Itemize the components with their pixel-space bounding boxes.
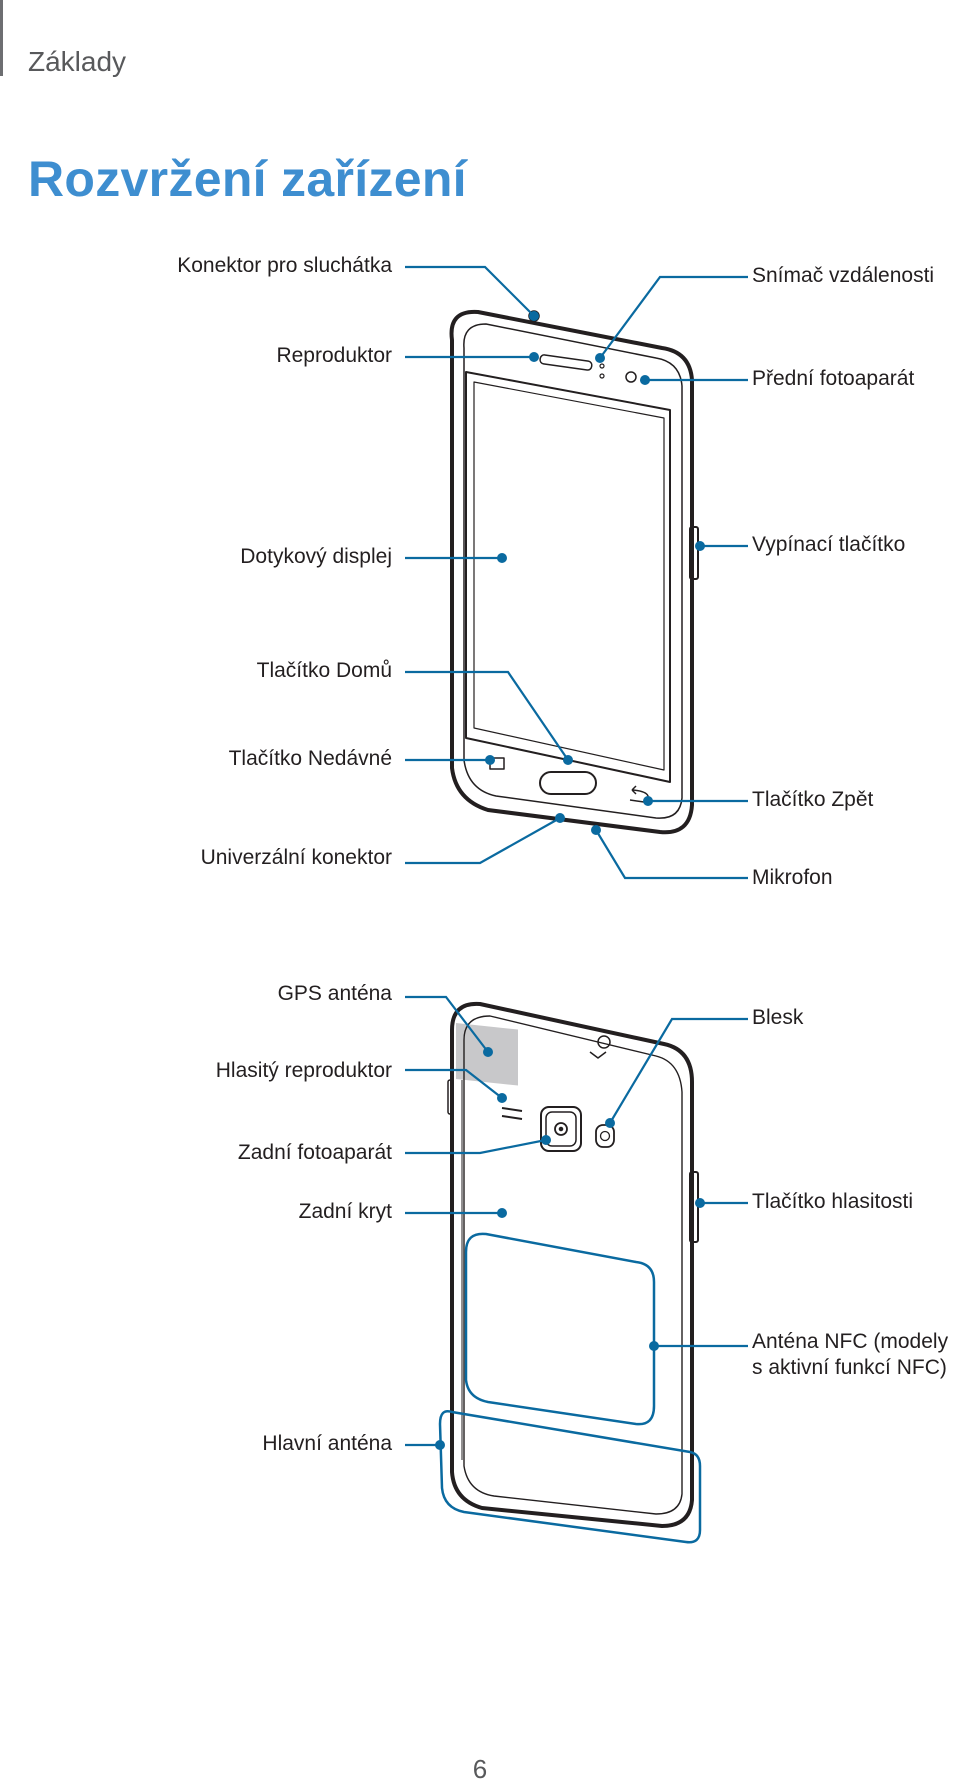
front-device: [449, 309, 699, 835]
label-speaker: Reproduktor: [276, 344, 392, 367]
callout-dot: [529, 311, 539, 321]
loudspeaker-slot-2: [501, 1115, 523, 1120]
nfc-antenna-outline: [464, 1232, 656, 1426]
callout-dot: [529, 352, 539, 362]
label-main-antenna: Hlavní anténa: [262, 1432, 392, 1455]
front-device-body: [449, 309, 694, 835]
label-back-cover: Zadní kryt: [298, 1200, 392, 1223]
front-callouts: [405, 265, 748, 880]
flash-lens: [599, 1130, 611, 1142]
rear-camera-lens: [554, 1122, 568, 1136]
callout-dot: [695, 541, 705, 551]
label-headphone-jack: Konektor pro sluchátka: [177, 254, 392, 277]
flash-housing: [595, 1124, 615, 1148]
front-device-inner-bezel: [463, 323, 683, 819]
callout-dot: [435, 1440, 445, 1450]
label-touchscreen: Dotykový displej: [240, 545, 392, 568]
label-gps-antenna: GPS anténa: [277, 982, 392, 1005]
front-callout-dots: [485, 311, 705, 835]
callout-dot: [497, 1208, 507, 1218]
front-speaker-grille: [539, 354, 593, 371]
proximity-sensor-dot-2: [599, 373, 605, 379]
rear-camera-ring: [545, 1111, 577, 1147]
section-label: Základy: [28, 46, 127, 77]
label-rear-camera: Zadní fotoaparát: [237, 1141, 392, 1164]
front-camera-lens: [625, 371, 637, 383]
front-screen-outer: [465, 371, 671, 783]
callout-dot: [497, 1093, 507, 1103]
page-title: Rozvržení zařízení: [28, 151, 467, 207]
label-multipurpose-jack: Univerzální konektor: [200, 846, 392, 869]
callout-dot: [605, 1118, 615, 1128]
rear-camera-lens-center: [558, 1126, 564, 1132]
loudspeaker-slot-1: [501, 1107, 523, 1112]
label-power-key: Vypínací tlačítko: [752, 533, 906, 556]
callout-dot: [640, 375, 650, 385]
back-device-inner-edge: [463, 1015, 683, 1515]
callout-dot: [541, 1135, 551, 1145]
label-flash: Blesk: [752, 1006, 804, 1029]
power-key-shape: [689, 526, 699, 580]
callout-dot: [483, 1047, 493, 1057]
callout-dot: [497, 553, 507, 563]
callout-dot: [563, 755, 573, 765]
side-key-left: [447, 1079, 454, 1115]
label-back-key: Tlačítko Zpět: [752, 788, 874, 811]
back-device-body: [450, 1001, 694, 1528]
label-volume-key: Tlačítko hlasitosti: [752, 1190, 914, 1213]
label-nfc-antenna: Anténa NFC (modely s aktivní funkcí NFC): [752, 1330, 949, 1379]
label-loudspeaker: Hlasitý reproduktor: [215, 1059, 392, 1082]
rear-camera-housing: [540, 1106, 582, 1152]
callout-dot: [695, 1198, 705, 1208]
label-microphone: Mikrofon: [752, 866, 833, 889]
callout-dot: [591, 825, 601, 835]
back-top-notch: [589, 1051, 607, 1059]
callout-dot: [555, 813, 565, 823]
callout-dot: [485, 755, 495, 765]
proximity-sensor-dot: [599, 363, 605, 369]
back-headphone-jack: [597, 1035, 611, 1049]
callout-dot: [643, 796, 653, 806]
label-proximity-sensor: Snímač vzdálenosti: [752, 264, 935, 287]
back-callout-dots: [435, 1047, 705, 1450]
label-recents-key: Tlačítko Nedávné: [228, 747, 392, 770]
home-key-shape: [539, 771, 597, 795]
callout-dot: [595, 353, 605, 363]
label-home-key: Tlačítko Domů: [256, 659, 392, 682]
page-number: 6: [472, 1754, 488, 1784]
back-device: [438, 1001, 702, 1544]
front-screen-inner: [473, 381, 665, 771]
callout-dot: [649, 1341, 659, 1351]
main-antenna-outline: [438, 1410, 702, 1544]
back-callouts: [405, 995, 748, 1447]
section-bar: [0, 0, 3, 76]
label-front-camera: Přední fotoaparát: [752, 367, 915, 390]
